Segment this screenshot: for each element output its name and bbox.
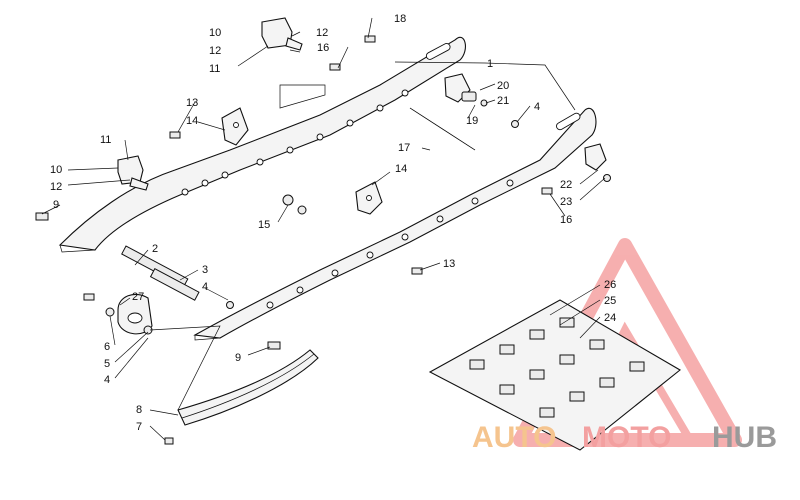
label-12c: 12 (50, 181, 62, 193)
label-13b: 13 (443, 258, 455, 270)
label-12: 12 (209, 45, 221, 57)
label-12b: 12 (316, 27, 328, 39)
rail-upper (58, 36, 466, 253)
label-24: 24 (604, 312, 616, 324)
bracket-14-lower (355, 181, 383, 215)
watermark-auto: AUTO (472, 421, 556, 454)
label-16: 16 (317, 42, 329, 54)
bracket-14-upper (221, 107, 249, 146)
label-14: 14 (186, 115, 198, 127)
label-11b: 11 (100, 134, 111, 146)
label-11: 11 (209, 63, 220, 75)
watermark: AUTO MOTO HUB (472, 421, 777, 454)
label-10b: 10 (50, 164, 62, 176)
watermark-hub: HUB (712, 421, 777, 454)
rail-lower (193, 107, 597, 341)
label-26: 26 (604, 279, 616, 291)
label-20: 20 (497, 80, 509, 92)
label-13: 13 (186, 97, 198, 109)
stop-block-rear (444, 73, 477, 103)
front-block-27 (117, 293, 153, 335)
label-1: 1 (487, 58, 493, 70)
label-10: 10 (209, 27, 221, 39)
label-23: 23 (560, 196, 572, 208)
rail-upper-holes (181, 43, 451, 196)
bracket-22 (584, 143, 607, 171)
label-16b: 16 (560, 214, 572, 226)
stop-block-top (261, 17, 303, 51)
track-lugs (469, 317, 645, 418)
label-4b: 4 (534, 101, 540, 113)
fasteners (35, 35, 611, 445)
label-21: 21 (497, 95, 509, 107)
label-3: 3 (202, 264, 208, 276)
label-15: 15 (258, 219, 270, 231)
watermark-moto: MOTO (582, 421, 671, 454)
label-17: 17 (398, 142, 410, 154)
label-14b: 14 (395, 163, 407, 175)
label-5: 5 (104, 358, 110, 370)
part-labels: 1 2 3 4 4 4 5 6 7 8 9 9 10 10 11 11 12 1… (50, 13, 616, 433)
label-4: 4 (202, 281, 208, 293)
label-9: 9 (53, 199, 59, 211)
label-27: 27 (132, 291, 144, 303)
wear-strip (177, 349, 319, 426)
label-9b: 9 (235, 352, 241, 364)
label-6: 6 (104, 341, 110, 353)
label-25: 25 (604, 295, 616, 307)
track-section (428, 299, 681, 451)
label-4c: 4 (104, 374, 110, 386)
stop-block-left (117, 155, 149, 191)
label-19: 19 (466, 115, 478, 127)
label-18: 18 (394, 13, 406, 25)
label-22: 22 (560, 179, 572, 191)
cross-shafts (121, 107, 476, 301)
label-8: 8 (136, 404, 142, 416)
rail-lower-holes (266, 112, 581, 309)
label-7: 7 (136, 421, 142, 433)
label-2: 2 (152, 243, 158, 255)
leader-lines (41, 17, 606, 441)
